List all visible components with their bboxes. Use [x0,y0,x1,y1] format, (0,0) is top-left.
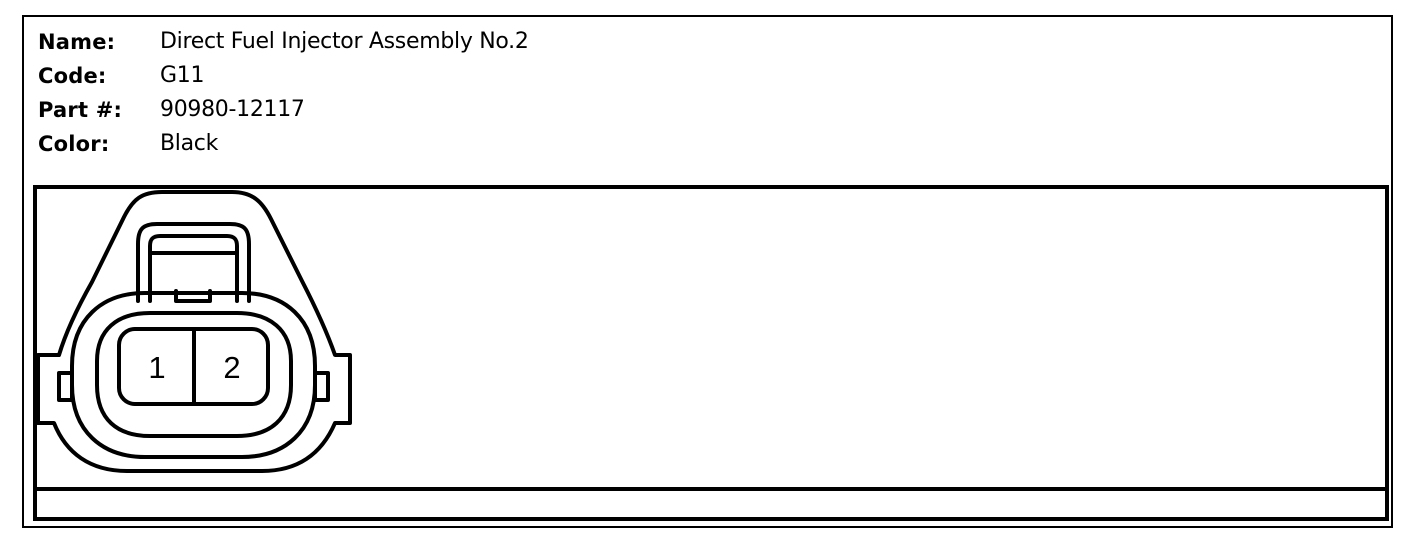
pin-1-label: 1 [148,350,165,385]
name-value: Direct Fuel Injector Assembly No.2 [160,29,529,54]
name-label: Name: [38,30,116,54]
color-label: Color: [38,132,110,156]
connector-face-drawing: 1 2 [37,190,352,473]
connector-info-card: Name: Direct Fuel Injector Assembly No.2… [22,15,1393,528]
connector-info-table: Name: Direct Fuel Injector Assembly No.2… [38,27,738,163]
code-label: Code: [38,64,107,88]
info-row-name: Name: Direct Fuel Injector Assembly No.2 [38,27,738,61]
info-row-part: Part #: 90980-12117 [38,95,738,129]
connector-housing-outline [37,190,352,473]
connector-diagram-panel: 1 2 [33,185,1389,521]
left-side-rib [57,371,74,402]
part-number-value: 90980-12117 [160,97,305,122]
connector-seal-inner [95,311,293,438]
code-value: G11 [160,63,205,88]
part-number-label: Part #: [38,98,123,122]
lock-tab-inner [148,234,239,303]
lock-tab-outer [136,222,251,303]
color-value: Black [160,131,219,156]
right-side-rib [313,371,330,402]
lock-tab-latch [174,289,212,303]
pin-2-label: 2 [223,350,240,385]
info-row-color: Color: Black [38,129,738,163]
diagram-bottom-divider [37,487,1385,491]
info-row-code: Code: G11 [38,61,738,95]
